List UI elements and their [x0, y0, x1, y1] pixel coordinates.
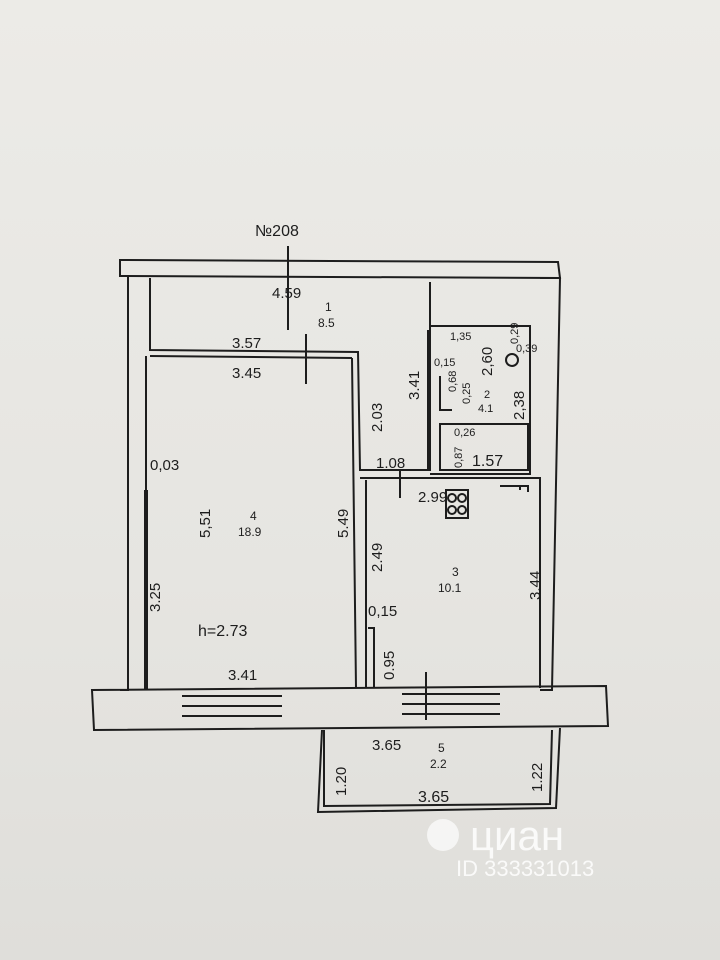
dim-3-65-bottom: 3.65 [418, 789, 449, 806]
corridor-wall [149, 355, 353, 359]
door-arc [500, 485, 529, 492]
bath-tub [439, 423, 529, 471]
dim-0-03: 0,03 [150, 457, 179, 474]
ceiling-height: h=2.73 [198, 623, 247, 640]
dim-3-25: 3.25 [147, 583, 164, 612]
window-right [402, 693, 500, 715]
stove [445, 489, 469, 519]
dim-3-44: 3.44 [527, 571, 544, 600]
balcony-walls [316, 727, 561, 814]
dim-2-60: 2,60 [479, 347, 496, 376]
room-5-area: 2.2 [430, 757, 447, 771]
kitchen-walls [360, 477, 541, 688]
room-1-walls [149, 278, 431, 471]
dim-1-22: 1.22 [529, 763, 546, 792]
dim-4-59: 4.59 [272, 285, 301, 302]
dim-5-51: 5,51 [197, 509, 214, 538]
dim-2-38: 2,38 [511, 391, 528, 420]
dim-2-99: 2.99 [418, 489, 447, 506]
room-4-number: 4 [250, 509, 257, 523]
dim-3-65-top: 3.65 [372, 737, 401, 754]
outer-wall-top [119, 258, 562, 280]
balcony-slab [90, 684, 610, 732]
toilet [505, 353, 519, 367]
watermark-brand: циан [470, 812, 564, 859]
dim-3-41-bottom: 3.41 [228, 667, 257, 684]
outer-wall-right [540, 277, 562, 691]
cian-watermark: циан ID 333331013 [427, 812, 594, 881]
dim-1-35: 1,35 [450, 331, 471, 343]
dim-3-41-top: 3.41 [406, 371, 423, 400]
room-1-area: 8.5 [318, 316, 335, 330]
dim-3-57: 3.57 [232, 335, 261, 352]
dim-1-57: 1.57 [472, 453, 503, 470]
dim-0-25: 0,25 [461, 383, 473, 404]
room-3-number: 3 [452, 565, 459, 579]
room-4-area: 18.9 [238, 525, 262, 539]
dim-1-08: 1.08 [376, 455, 405, 472]
balcony-inner [323, 729, 553, 808]
dim-0-95: 0.95 [381, 651, 398, 680]
dim-0-29: 0,29 [509, 323, 521, 344]
dim-0-26: 0,26 [454, 427, 475, 439]
dim-5-49: 5.49 [335, 509, 352, 538]
dim-0-68: 0,68 [447, 371, 459, 392]
watermark-id: ID 333331013 [456, 856, 594, 881]
room-1-number: 1 [325, 300, 332, 314]
room-3-area: 10.1 [438, 581, 462, 595]
plan-number: №208 [255, 223, 299, 240]
room-2-area: 4.1 [478, 403, 493, 415]
dim-1-20: 1.20 [333, 767, 350, 796]
room-2-number: 2 [484, 389, 490, 401]
dim-0-39: 0,39 [516, 343, 537, 355]
window-left [182, 695, 282, 717]
dim-2-03: 2.03 [369, 403, 386, 432]
dim-0-15-bath: 0,15 [434, 357, 455, 369]
dim-3-45: 3.45 [232, 365, 261, 382]
dim-0-15: 0,15 [368, 603, 397, 620]
bathroom-walls [430, 325, 531, 475]
dim-0-87: 0,87 [453, 447, 465, 468]
outer-wall-left [120, 275, 129, 691]
cian-logo-icon [427, 819, 459, 851]
dim-2-49: 2.49 [369, 543, 386, 572]
room-5-number: 5 [438, 741, 445, 755]
